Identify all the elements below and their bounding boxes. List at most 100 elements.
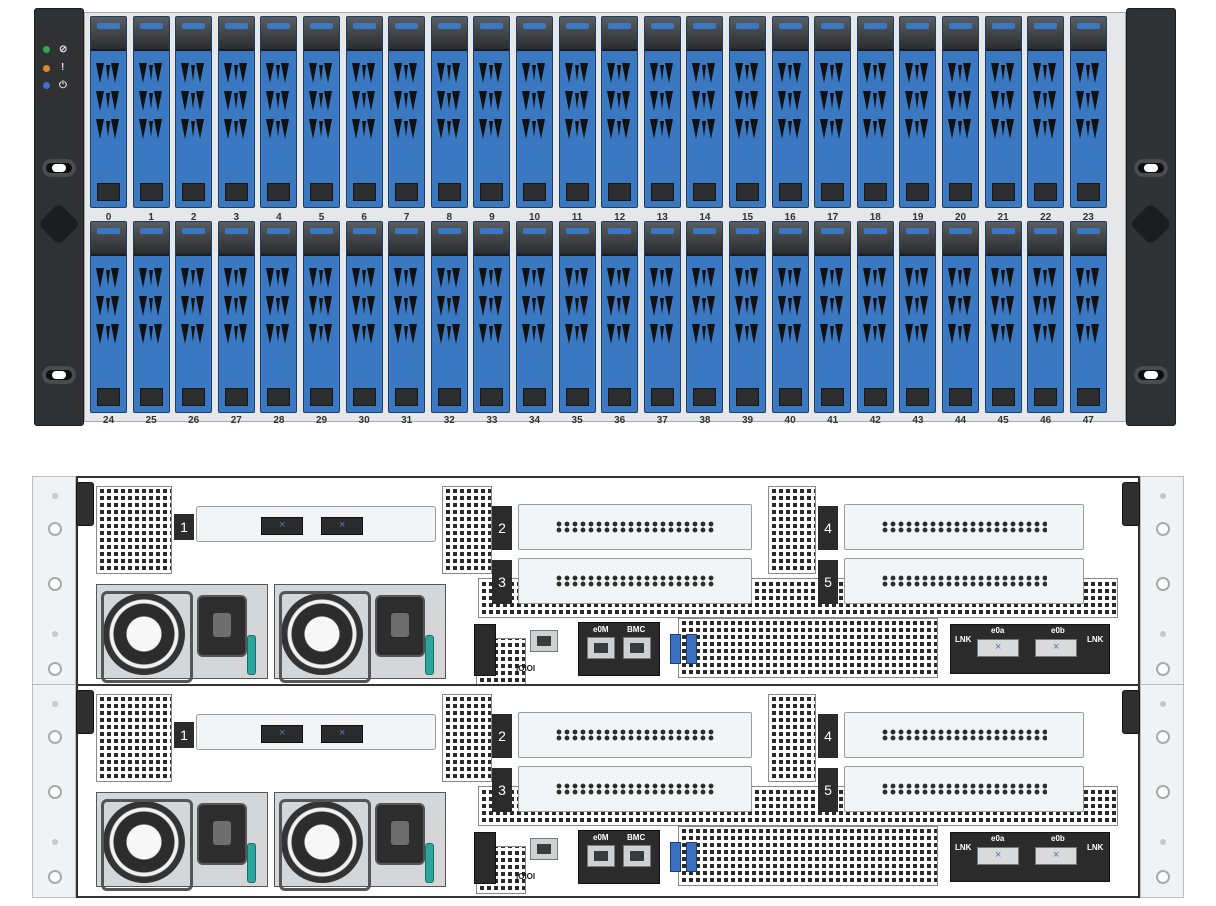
left-cam-handle[interactable] bbox=[76, 482, 94, 526]
nic-port-b[interactable] bbox=[321, 725, 363, 743]
power-supply-1[interactable] bbox=[96, 584, 268, 683]
drive-release-tab[interactable] bbox=[310, 183, 333, 201]
bmc-port[interactable] bbox=[623, 637, 651, 659]
drive-latch[interactable] bbox=[474, 222, 510, 256]
drive-bay[interactable] bbox=[771, 221, 809, 413]
slot-1-network-card[interactable] bbox=[196, 714, 436, 750]
drive-release-tab[interactable] bbox=[437, 388, 461, 406]
slot-3-blank-card[interactable] bbox=[518, 766, 752, 812]
e0b-port[interactable] bbox=[1035, 847, 1077, 865]
drive-latch[interactable] bbox=[176, 222, 212, 256]
power-inlet[interactable] bbox=[197, 595, 247, 657]
ear-latch-icon[interactable] bbox=[1129, 202, 1173, 246]
power-inlet[interactable] bbox=[375, 595, 425, 657]
drive-release-tab[interactable] bbox=[1076, 388, 1100, 406]
drive-bay[interactable] bbox=[814, 16, 852, 208]
drive-latch[interactable] bbox=[261, 17, 297, 51]
drive-release-tab[interactable] bbox=[224, 388, 248, 406]
drive-bay[interactable] bbox=[643, 221, 681, 413]
slot-1-network-card[interactable] bbox=[196, 506, 436, 542]
drive-latch[interactable] bbox=[815, 222, 851, 256]
nic-port-a[interactable] bbox=[261, 725, 303, 743]
drive-bay[interactable] bbox=[516, 221, 553, 413]
usb-port[interactable] bbox=[670, 634, 681, 664]
drive-bay[interactable] bbox=[601, 16, 639, 208]
drive-latch[interactable] bbox=[602, 222, 638, 256]
drive-release-tab[interactable] bbox=[352, 183, 376, 201]
drive-release-tab[interactable] bbox=[182, 388, 206, 406]
power-supply-1[interactable] bbox=[96, 792, 268, 891]
drive-bay[interactable] bbox=[1027, 16, 1065, 208]
drive-latch[interactable] bbox=[1028, 222, 1064, 256]
drive-bay[interactable] bbox=[175, 221, 213, 413]
drive-bay[interactable] bbox=[430, 221, 468, 413]
drive-release-tab[interactable] bbox=[480, 388, 504, 406]
psu-handle[interactable] bbox=[247, 635, 256, 675]
drive-latch[interactable] bbox=[176, 17, 212, 51]
drive-latch[interactable] bbox=[304, 17, 339, 51]
drive-release-tab[interactable] bbox=[267, 183, 291, 201]
console-port[interactable] bbox=[530, 630, 558, 652]
drive-bay[interactable] bbox=[303, 221, 340, 413]
drive-bay[interactable] bbox=[1069, 16, 1107, 208]
drive-release-tab[interactable] bbox=[1034, 388, 1058, 406]
drive-release-tab[interactable] bbox=[480, 183, 504, 201]
drive-release-tab[interactable] bbox=[778, 183, 802, 201]
drive-latch[interactable] bbox=[985, 222, 1021, 256]
slot-2-blank-card[interactable] bbox=[518, 712, 752, 758]
drive-release-tab[interactable] bbox=[906, 388, 930, 406]
drive-release-tab[interactable] bbox=[182, 183, 206, 201]
drive-release-tab[interactable] bbox=[267, 388, 291, 406]
slot-4-blank-card[interactable] bbox=[844, 712, 1084, 758]
drive-bay[interactable] bbox=[1069, 221, 1107, 413]
drive-bay[interactable] bbox=[558, 16, 596, 208]
drive-release-tab[interactable] bbox=[821, 388, 845, 406]
bmc-port[interactable] bbox=[623, 845, 651, 867]
power-inlet[interactable] bbox=[375, 803, 425, 865]
drive-latch[interactable] bbox=[517, 222, 552, 256]
drive-bay[interactable] bbox=[856, 221, 894, 413]
drive-bay[interactable] bbox=[175, 16, 213, 208]
drive-bay[interactable] bbox=[473, 16, 511, 208]
drive-release-tab[interactable] bbox=[863, 388, 887, 406]
drive-bay[interactable] bbox=[217, 221, 255, 413]
drive-latch[interactable] bbox=[900, 222, 936, 256]
drive-bay[interactable] bbox=[1027, 221, 1065, 413]
drive-bay[interactable] bbox=[90, 221, 127, 413]
drive-bay[interactable] bbox=[90, 16, 127, 208]
drive-bay[interactable] bbox=[856, 16, 894, 208]
drive-release-tab[interactable] bbox=[736, 183, 759, 201]
drive-latch[interactable] bbox=[602, 17, 638, 51]
drive-release-tab[interactable] bbox=[1034, 183, 1058, 201]
left-cam-handle[interactable] bbox=[76, 690, 94, 734]
drive-bay[interactable] bbox=[729, 221, 766, 413]
drive-release-tab[interactable] bbox=[736, 388, 759, 406]
drive-latch[interactable] bbox=[389, 17, 425, 51]
drive-bay[interactable] bbox=[132, 221, 170, 413]
drive-bay[interactable] bbox=[601, 221, 639, 413]
drive-release-tab[interactable] bbox=[224, 183, 248, 201]
drive-bay[interactable] bbox=[260, 221, 298, 413]
drive-release-tab[interactable] bbox=[395, 388, 419, 406]
drive-release-tab[interactable] bbox=[608, 183, 632, 201]
drive-release-tab[interactable] bbox=[650, 183, 674, 201]
power-inlet[interactable] bbox=[197, 803, 247, 865]
drive-latch[interactable] bbox=[644, 17, 680, 51]
drive-latch[interactable] bbox=[431, 17, 467, 51]
drive-latch[interactable] bbox=[431, 222, 467, 256]
drive-latch[interactable] bbox=[900, 17, 936, 51]
drive-latch[interactable] bbox=[559, 222, 595, 256]
drive-bay[interactable] bbox=[899, 221, 937, 413]
drive-bay[interactable] bbox=[260, 16, 298, 208]
drive-latch[interactable] bbox=[772, 17, 808, 51]
drive-latch[interactable] bbox=[730, 222, 765, 256]
drive-release-tab[interactable] bbox=[778, 388, 802, 406]
drive-latch[interactable] bbox=[815, 17, 851, 51]
drive-release-tab[interactable] bbox=[97, 388, 120, 406]
drive-bay[interactable] bbox=[686, 16, 724, 208]
drive-bay[interactable] bbox=[516, 16, 553, 208]
drive-latch[interactable] bbox=[857, 17, 893, 51]
drive-bay[interactable] bbox=[430, 16, 468, 208]
drive-latch[interactable] bbox=[346, 222, 382, 256]
drive-bay[interactable] bbox=[473, 221, 511, 413]
